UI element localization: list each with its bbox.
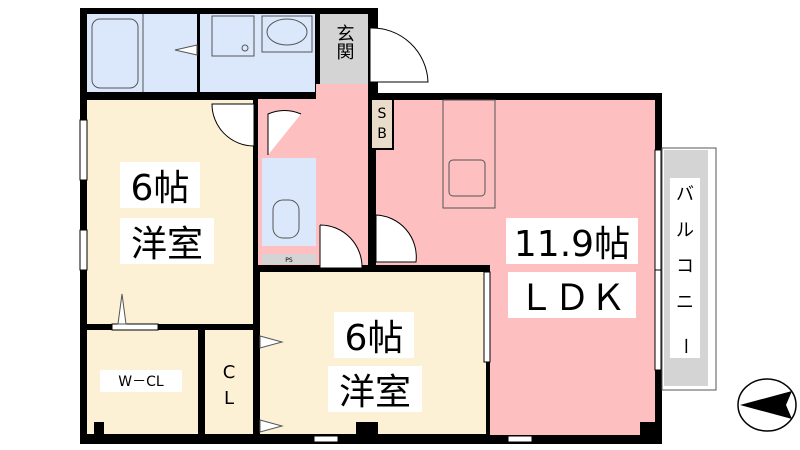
balcony-label: バ ル コ ニ ー	[675, 184, 696, 355]
front-door-icon	[369, 27, 429, 83]
room-door-icon	[211, 103, 255, 147]
room-west-type: 洋室	[131, 224, 203, 265]
closet-label-l: L	[224, 388, 234, 409]
entrance	[320, 14, 368, 84]
sink-icon	[261, 15, 313, 53]
bathroom	[87, 14, 197, 92]
pipe-space	[262, 254, 316, 264]
room-south-door-icon	[319, 224, 363, 269]
washing-machine-icon	[211, 15, 255, 57]
shoebox-label-b: B	[377, 126, 387, 142]
closet-label-c: C	[223, 362, 236, 383]
bathtub-icon	[91, 18, 139, 89]
balcony-char: バ	[676, 184, 694, 205]
kitchen-counter	[442, 99, 496, 209]
ldk-door-icon	[375, 214, 417, 263]
room-south-type: 洋室	[339, 372, 411, 413]
bath-door-icon	[174, 44, 198, 56]
walk-in-closet-label: W－CL	[118, 374, 164, 390]
balcony-char: ー	[675, 337, 696, 355]
ldk-type: ＬＤＫ	[518, 278, 626, 319]
toilet-room	[262, 158, 316, 246]
closet	[205, 330, 253, 434]
toilet-door-icon	[267, 110, 302, 155]
toilet-icon	[272, 199, 300, 239]
pipe-space-label: PS	[285, 257, 293, 264]
washroom	[200, 14, 315, 92]
balcony-char: ル	[676, 220, 694, 241]
balcony-char: ニ	[676, 292, 694, 313]
western-room-west	[87, 100, 253, 324]
north-arrow-icon	[737, 378, 797, 432]
shoebox-label-s: S	[378, 106, 387, 122]
shoebox	[372, 100, 392, 148]
room-west-size: 6帖	[131, 168, 190, 209]
ldk-size: 11.9帖	[514, 224, 630, 265]
room-south-size: 6帖	[345, 318, 404, 359]
balcony-char: コ	[676, 256, 694, 277]
entrance-label: 玄関	[334, 24, 355, 60]
